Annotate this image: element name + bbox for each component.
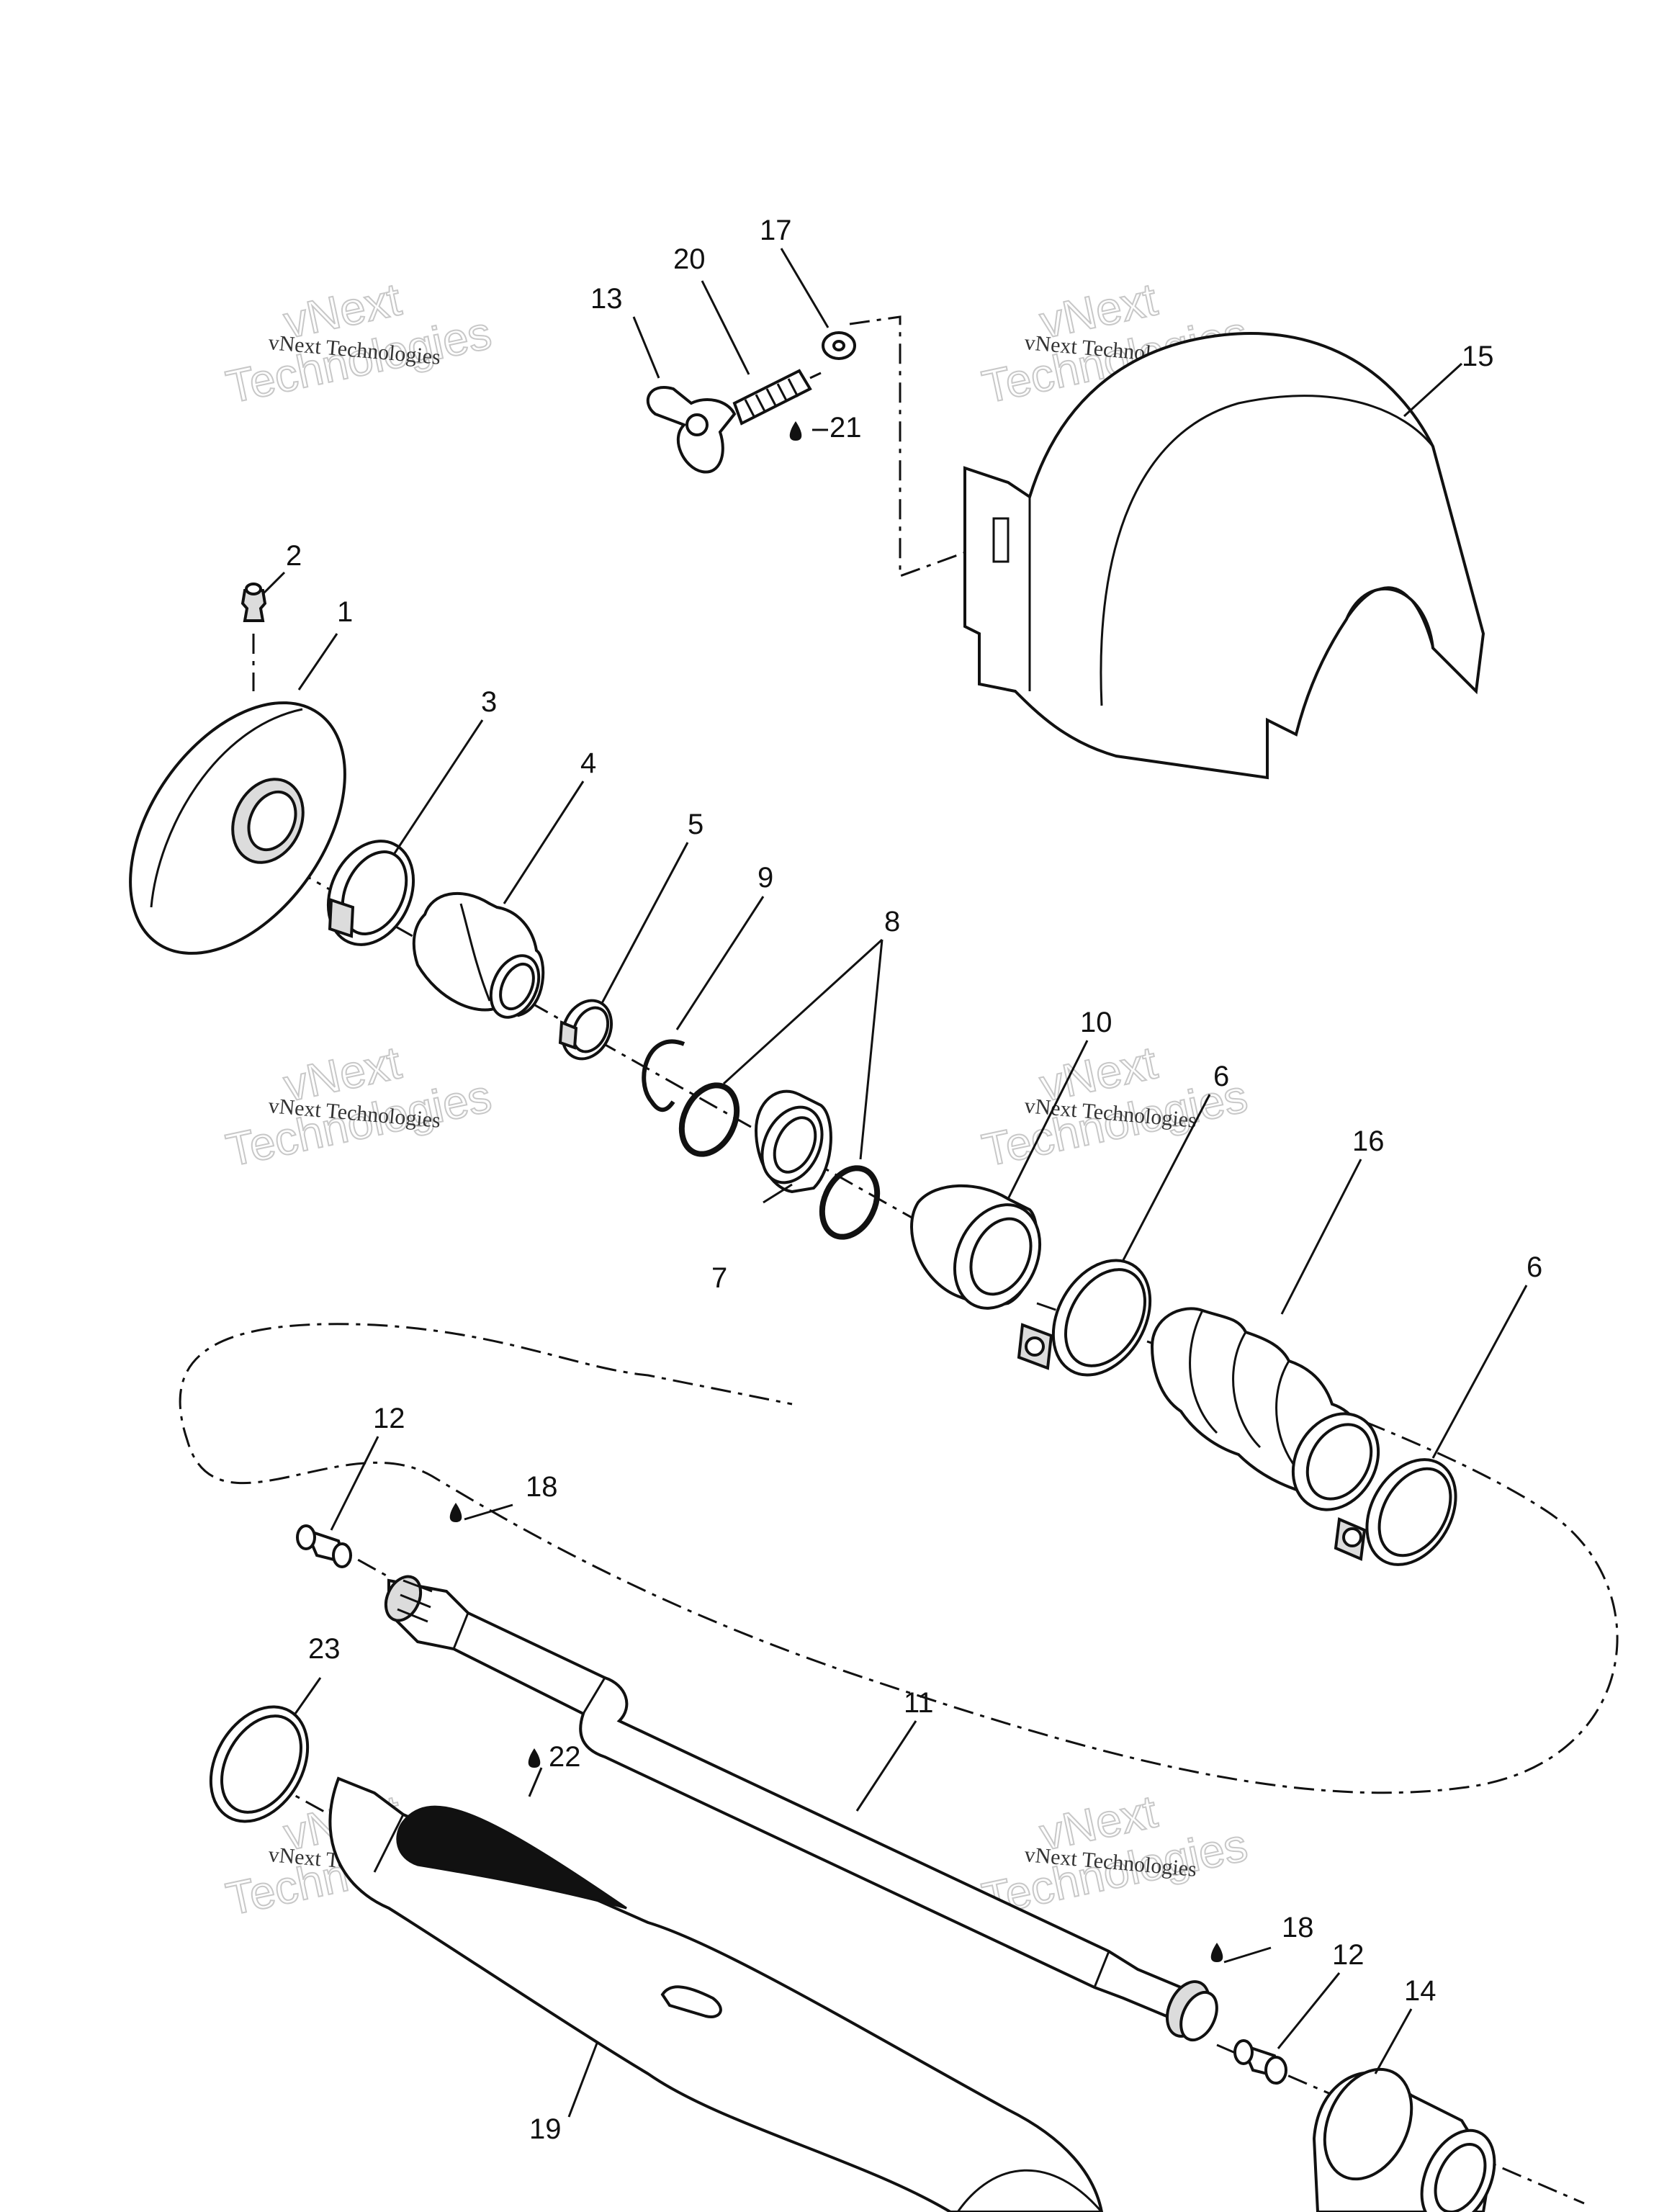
callout-21: 21 xyxy=(830,412,862,444)
part-10-sleeve xyxy=(910,1184,1042,1310)
callout-20: 20 xyxy=(673,243,706,275)
shaft-loop-axis xyxy=(179,1302,1619,1794)
callout-18-lower: 18 xyxy=(1282,1912,1314,1943)
part-5-small-clamp xyxy=(558,999,613,1061)
part-6-clamp-upper xyxy=(1017,1259,1152,1377)
watermark-middle-right: vNext Technologies vNext Technologies xyxy=(977,1035,1252,1177)
callout-labels: 1 2 3 4 5 6 6 7 8 9 10 11 12 12 13 14 15… xyxy=(286,215,1542,2145)
part-12-plug-upper xyxy=(296,1524,352,1568)
part-8-o-ring-a xyxy=(678,1082,740,1157)
callout-8: 8 xyxy=(884,906,900,938)
cover-fastener-axis xyxy=(849,315,980,578)
oil-drop-icon-21 xyxy=(789,421,802,441)
callout-11: 11 xyxy=(904,1687,934,1719)
part-16-bellows-boot xyxy=(1150,1307,1380,1511)
part-6-clamp-lower xyxy=(1334,1458,1457,1566)
part-11-drive-shaft xyxy=(384,1575,1218,2042)
part-23-gasket xyxy=(209,1705,310,1823)
callout-6-upper: 6 xyxy=(1213,1061,1229,1092)
callout-13: 13 xyxy=(590,283,623,315)
callout-19: 19 xyxy=(529,2113,562,2145)
callout-18-upper: 18 xyxy=(526,1471,558,1503)
part-13-wing-nut xyxy=(646,386,737,474)
callout-12-upper: 12 xyxy=(373,1403,405,1434)
part-12-plug-lower xyxy=(1233,2039,1287,2085)
callout-23: 23 xyxy=(308,1633,341,1665)
callout-16: 16 xyxy=(1352,1125,1385,1157)
callout-10: 10 xyxy=(1080,1007,1112,1038)
callout-6-lower: 6 xyxy=(1527,1251,1542,1283)
callout-15: 15 xyxy=(1462,341,1494,372)
part-20-threaded-stud xyxy=(732,369,822,426)
part-4-bushing xyxy=(412,891,545,1019)
callout-2: 2 xyxy=(286,540,302,572)
oil-drop-icon-18-upper xyxy=(449,1503,462,1522)
leader-lines xyxy=(261,248,1528,2118)
watermark-middle-left: vNext Technologies vNext Technologies xyxy=(221,1035,496,1177)
callout-3: 3 xyxy=(481,686,497,718)
callout-7: 7 xyxy=(711,1262,727,1294)
part-14-coupler xyxy=(1312,2067,1496,2212)
callout-14: 14 xyxy=(1404,1975,1437,2007)
callout-9: 9 xyxy=(757,862,773,894)
part-9-retaining-ring xyxy=(642,1039,685,1112)
part-17-washer xyxy=(822,331,856,360)
callout-17: 17 xyxy=(760,215,792,246)
callout-5: 5 xyxy=(688,809,703,840)
callout-4: 4 xyxy=(580,747,596,779)
part-2-grease-fitting xyxy=(240,583,267,622)
callout-1: 1 xyxy=(337,596,353,628)
oil-drop-icon-18-lower xyxy=(1210,1943,1223,1962)
watermark-bottom-right: vNext Technologies vNext Technologies xyxy=(977,1784,1252,1925)
oil-drop-icon-22 xyxy=(528,1748,541,1768)
part-3-clamp xyxy=(326,840,415,946)
callout-22: 22 xyxy=(549,1741,581,1773)
part-7-sleeve xyxy=(754,1089,832,1194)
part-15-cover xyxy=(963,331,1485,780)
part-19-housing-tube xyxy=(328,1776,1104,2212)
part-1-pulley xyxy=(129,701,346,955)
watermark-top-left: vNext Technologies vNext Technologies xyxy=(221,272,496,413)
part-8-o-ring-b xyxy=(819,1165,881,1240)
callout-12-lower: 12 xyxy=(1332,1939,1364,1971)
